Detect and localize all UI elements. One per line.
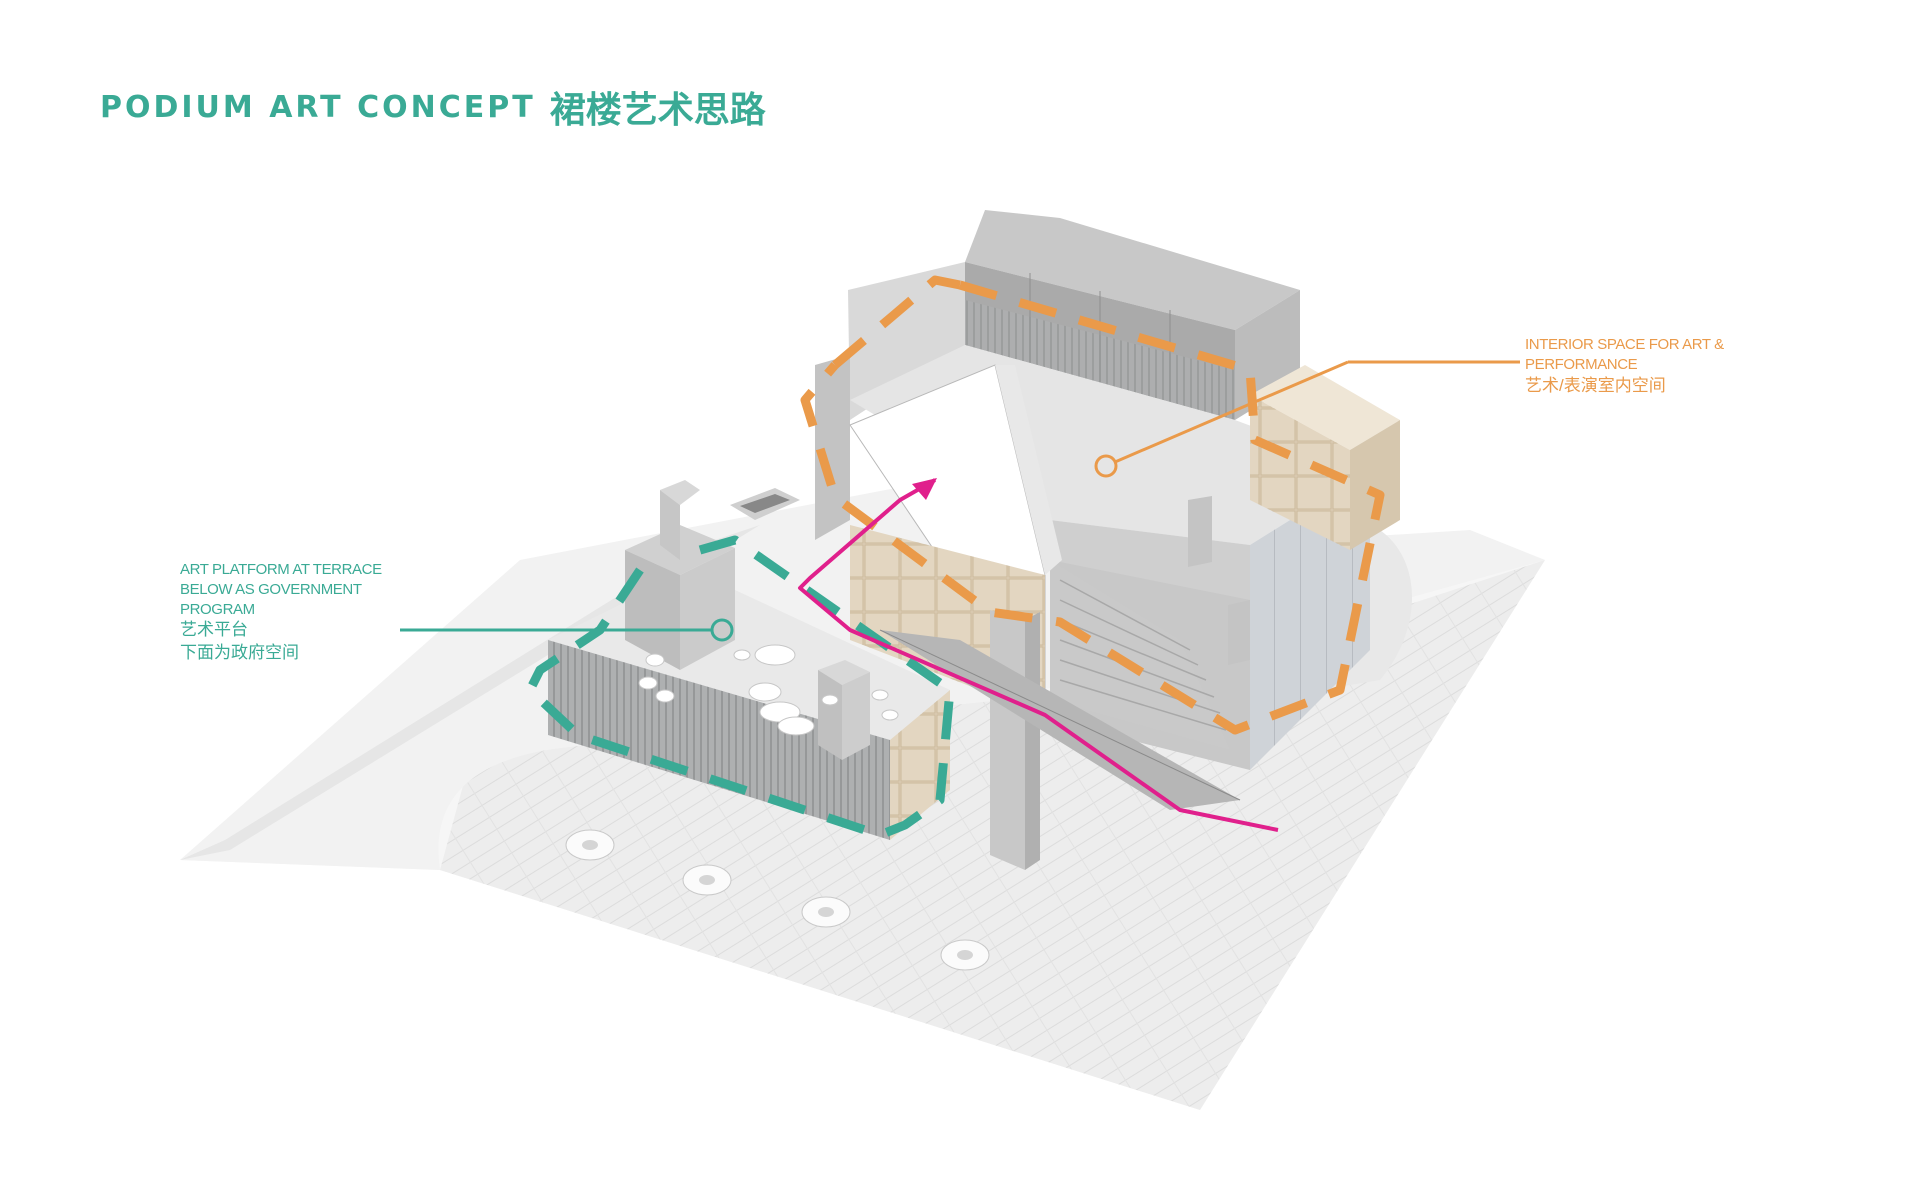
- annotation-zh-line: 艺术/表演室内空间: [1525, 375, 1724, 397]
- annotation-en-line: ART PLATFORM AT TERRACE: [180, 560, 382, 580]
- annotation-en-line: PERFORMANCE: [1525, 355, 1724, 375]
- annotation-zh-line: 艺术平台: [180, 619, 382, 641]
- annotation-en-line: PROGRAM: [180, 600, 382, 620]
- annotation-en-line: BELOW AS GOVERNMENT: [180, 580, 382, 600]
- art-platform-annotation: ART PLATFORM AT TERRACE BELOW AS GOVERNM…: [180, 560, 382, 664]
- interior-space-annotation: INTERIOR SPACE FOR ART & PERFORMANCE 艺术/…: [1525, 335, 1724, 397]
- annotation-en-line: INTERIOR SPACE FOR ART &: [1525, 335, 1724, 355]
- annotation-zh-line: 下面为政府空间: [180, 642, 382, 664]
